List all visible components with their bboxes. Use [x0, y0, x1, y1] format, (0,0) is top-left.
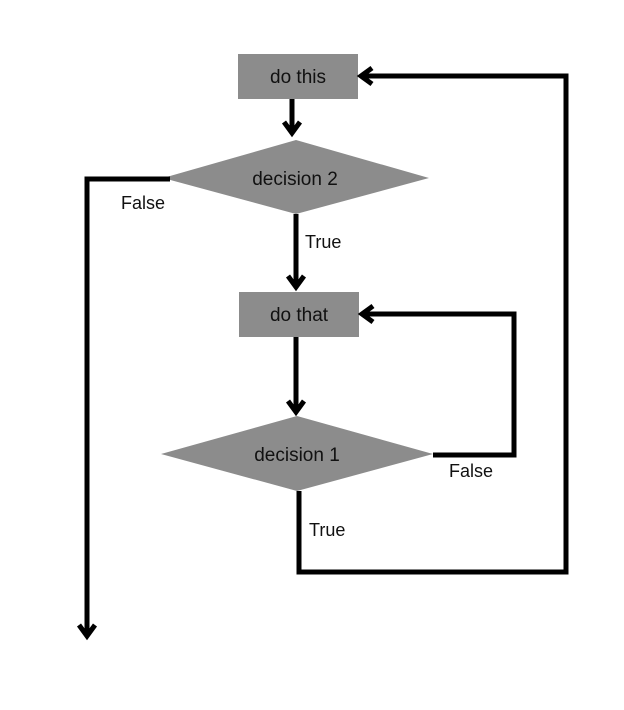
edge-do-that-to-decision-1: [285, 337, 307, 417]
arrow-head: [356, 65, 374, 87]
decision-1-false-label: False: [449, 461, 493, 481]
edge-line: [84, 176, 170, 636]
edge-line: [296, 73, 569, 575]
edge-decision-1-true: True: [296, 65, 569, 575]
edge-do-this-to-decision-2: [281, 99, 303, 138]
node-decision-2: decision 2: [163, 140, 429, 214]
decision-2-true-label: True: [305, 232, 341, 252]
do-that-box: [239, 292, 359, 337]
node-do-this: do this: [238, 54, 358, 99]
decision-1-true-label: True: [309, 520, 345, 540]
edge-decision-1-false: False: [357, 303, 517, 481]
arrow-head: [281, 120, 303, 138]
decision-2-false-label: False: [121, 193, 165, 213]
do-this-box: [238, 54, 358, 99]
edge-decision-2-true: True: [285, 214, 341, 292]
node-do-that: do that: [239, 292, 359, 337]
arrow-head: [357, 303, 375, 325]
edge-decision-2-false: False: [76, 176, 170, 641]
edge-line: [362, 311, 517, 458]
decision-1-diamond: [161, 416, 433, 491]
arrow-head: [76, 623, 98, 641]
arrow-head: [285, 399, 307, 417]
do-that-label: do that: [270, 305, 329, 326]
do-this-label: do this: [270, 67, 326, 88]
decision-1-label: decision 1: [254, 445, 340, 466]
decision-2-diamond: [163, 140, 429, 214]
decision-2-label: decision 2: [252, 169, 338, 190]
arrow-head: [285, 274, 307, 292]
node-decision-1: decision 1: [161, 416, 433, 491]
